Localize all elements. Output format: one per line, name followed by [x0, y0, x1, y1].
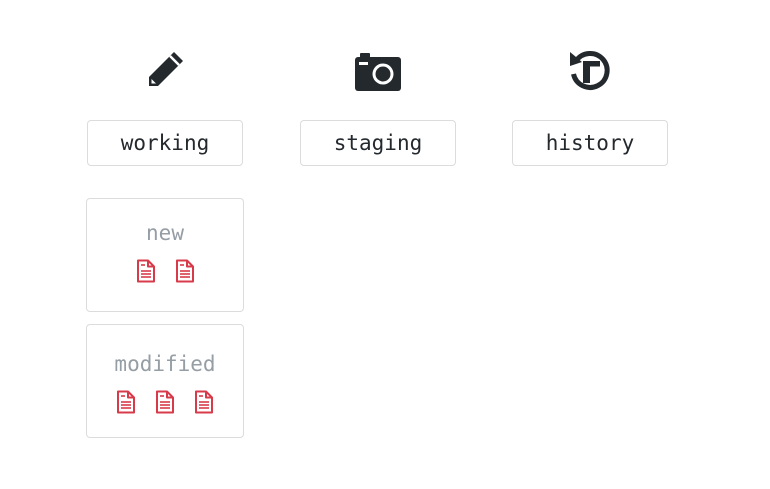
- staging-label: staging: [333, 131, 423, 155]
- new-files-group: new: [86, 198, 244, 312]
- history-icon: [566, 46, 614, 94]
- new-files-label: new: [146, 221, 184, 245]
- file-text-icon: [175, 259, 194, 283]
- file-text-icon: [156, 390, 174, 414]
- file-text-icon: [195, 390, 213, 414]
- pencil-icon: [141, 46, 189, 94]
- file-text-icon: [117, 390, 135, 414]
- history-label: history: [545, 131, 635, 155]
- file-text-icon: [136, 259, 155, 283]
- camera-icon: [354, 47, 402, 95]
- staging-area-box: staging: [300, 120, 456, 166]
- working-label: working: [120, 131, 210, 155]
- modified-files-group: modified: [86, 324, 244, 438]
- history-area-box: history: [512, 120, 668, 166]
- new-files-row: [87, 259, 243, 283]
- modified-files-label: modified: [114, 352, 216, 376]
- modified-files-row: [87, 390, 243, 414]
- working-area-box: working: [87, 120, 243, 166]
